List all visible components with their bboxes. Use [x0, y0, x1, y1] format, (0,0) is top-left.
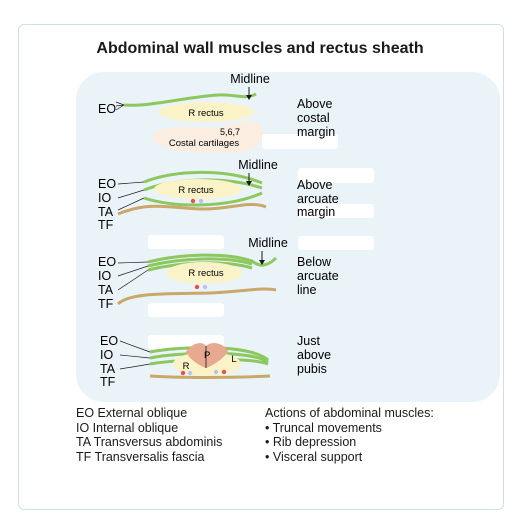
blank-box: [148, 235, 224, 249]
left-artery-dot: [221, 369, 227, 375]
panel-above-arcuate: EO IO TA TF R rectus Midline Above arcua…: [98, 158, 339, 232]
midline-arrowhead: [259, 260, 265, 265]
action-item: • Visceral support: [265, 449, 363, 464]
level-label-line1: Below: [297, 255, 332, 269]
right-artery-dot: [180, 370, 186, 376]
rectus-label: R rectus: [188, 268, 224, 279]
rectus-muscle: [166, 262, 242, 284]
level-label-line3: line: [297, 283, 317, 297]
layer-label-io: IO: [98, 191, 111, 205]
transversalis-fascia-layer: [116, 287, 277, 306]
actions-title: Actions of abdominal muscles:: [265, 406, 434, 420]
level-label-line1: Just: [297, 334, 320, 348]
epigastric-artery-dot: [190, 198, 196, 204]
layer-label-ta: TA: [98, 283, 114, 297]
midline-arrowhead: [246, 181, 252, 186]
layer-label-io: IO: [100, 348, 113, 362]
rectus-label: R rectus: [188, 108, 224, 119]
fiber-lines: [119, 340, 151, 370]
action-item: • Truncal movements: [265, 420, 382, 435]
blank-box: [298, 236, 374, 250]
transversalis-fascia-layer: [149, 374, 271, 379]
action-item: • Rib depression: [265, 435, 357, 449]
blank-box: [148, 303, 224, 317]
blank-box: [298, 168, 374, 183]
left-rectus-label: L: [231, 354, 236, 365]
right-rectus-label: R: [183, 361, 190, 372]
transversus-abdominis-layer: [143, 191, 263, 207]
midline-label: Midline: [230, 72, 270, 86]
blank-box: [262, 134, 338, 149]
cartilage-number-label: 5,6,7: [220, 127, 240, 137]
epigastric-vein-dot: [198, 198, 204, 204]
layer-label-tf: TF: [100, 375, 116, 389]
level-label-line1: Above: [297, 178, 332, 192]
external-oblique-layer: [147, 253, 278, 267]
rectus-muscle: [158, 102, 254, 122]
muscle-actions-list: Actions of abdominal muscles: • Truncal …: [265, 406, 434, 464]
level-label-line2: costal: [297, 111, 330, 125]
internal-oblique-layer: [147, 257, 253, 268]
legend-item: TA Transversus abdominis: [76, 435, 223, 449]
layer-label-ta: TA: [100, 362, 116, 376]
layer-label-eo: EO: [100, 334, 118, 348]
legend-item: EO External oblique: [76, 406, 188, 420]
layer-label-eo: EO: [98, 177, 116, 191]
cartilage-label: Costal cartilages: [169, 138, 239, 149]
figure-title: Abdominal wall muscles and rectus sheath: [96, 40, 424, 57]
diagram-background: [76, 72, 500, 402]
fiber-lines: [117, 181, 145, 211]
left-vein-dot: [213, 369, 219, 375]
level-label-line2: arcuate: [297, 192, 339, 206]
right-vein-dot: [187, 370, 193, 376]
rectus-label: R rectus: [178, 185, 214, 196]
external-oblique-layer: [123, 92, 257, 107]
midline-label: Midline: [248, 236, 288, 250]
legend-item: TF Transversalis fascia: [76, 449, 205, 464]
pyramidalis-label: P: [204, 350, 210, 361]
fiber-lines: [117, 261, 149, 291]
layer-label-tf: TF: [98, 218, 114, 232]
level-label-line2: arcuate: [297, 269, 339, 283]
layer-label-eo: EO: [98, 102, 116, 116]
level-label-line1: Above: [297, 97, 332, 111]
transversalis-fascia-layer: [117, 203, 267, 216]
layer-label-io: IO: [98, 269, 111, 283]
blank-box: [298, 204, 374, 218]
midline-label: Midline: [238, 158, 278, 172]
midline-arrowhead: [246, 95, 252, 100]
layer-label-ta: TA: [98, 205, 114, 219]
layer-label-eo: EO: [98, 255, 116, 269]
panel-below-arcuate: EO IO TA TF R rectus Midline Below arcua…: [98, 236, 339, 311]
level-label-line2: above: [297, 348, 331, 362]
legend-item: IO Internal oblique: [76, 420, 179, 435]
costal-cartilages: [151, 120, 263, 154]
level-label-line3: margin: [297, 125, 335, 139]
epigastric-vein-dot: [202, 284, 208, 290]
level-label-line3: pubis: [297, 362, 327, 376]
rectus-muscle: [154, 179, 242, 199]
level-label-line3: margin: [297, 205, 335, 219]
fiber-lines: [115, 101, 125, 111]
blank-label-boxes: [148, 134, 374, 349]
epigastric-artery-dot: [194, 284, 200, 290]
panel-above-pubis: EO IO TA TF P R L Just above pubis: [100, 334, 331, 389]
layer-label-tf: TF: [98, 297, 114, 311]
abbreviation-legend: EO External oblique IO Internal oblique …: [76, 406, 222, 464]
pyramidalis-muscle: [186, 343, 228, 368]
panel-above-costal: EO R rectus 5,6,7 Costal cartilages Midl…: [98, 72, 335, 154]
